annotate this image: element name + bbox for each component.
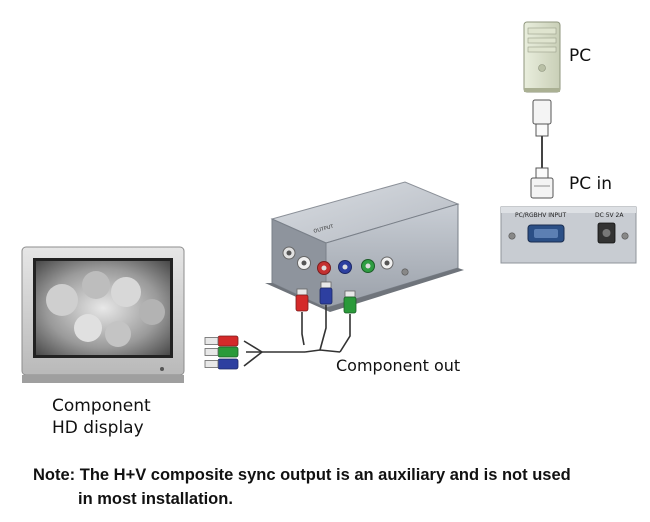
display-label-line2: HD display: [52, 418, 144, 438]
front-jacks: [282, 246, 409, 276]
converter-box: [265, 181, 464, 312]
red-plug-out: [295, 288, 309, 312]
green-plug-out: [343, 290, 357, 314]
component-out-label: Component out: [336, 356, 461, 375]
back-input-label: PC/RGBHV INPUT: [515, 212, 567, 219]
pc-label: PC: [569, 46, 592, 66]
blue-plug-out: [319, 281, 333, 305]
note-line2: in most installation.: [78, 490, 233, 508]
display-label-line1: Component: [52, 396, 151, 416]
pc-in-label: PC in: [569, 174, 613, 194]
pc-tower: [523, 21, 561, 93]
note-line1: Note: The H+V composite sync output is a…: [33, 466, 571, 484]
vga-cable: [530, 99, 554, 199]
hd-display: [21, 246, 185, 383]
tv-side-plugs: [204, 335, 239, 370]
component-cable: [204, 281, 357, 370]
back-power-label: DC 5V 2A: [595, 212, 624, 219]
device-back-panel: [500, 206, 637, 264]
